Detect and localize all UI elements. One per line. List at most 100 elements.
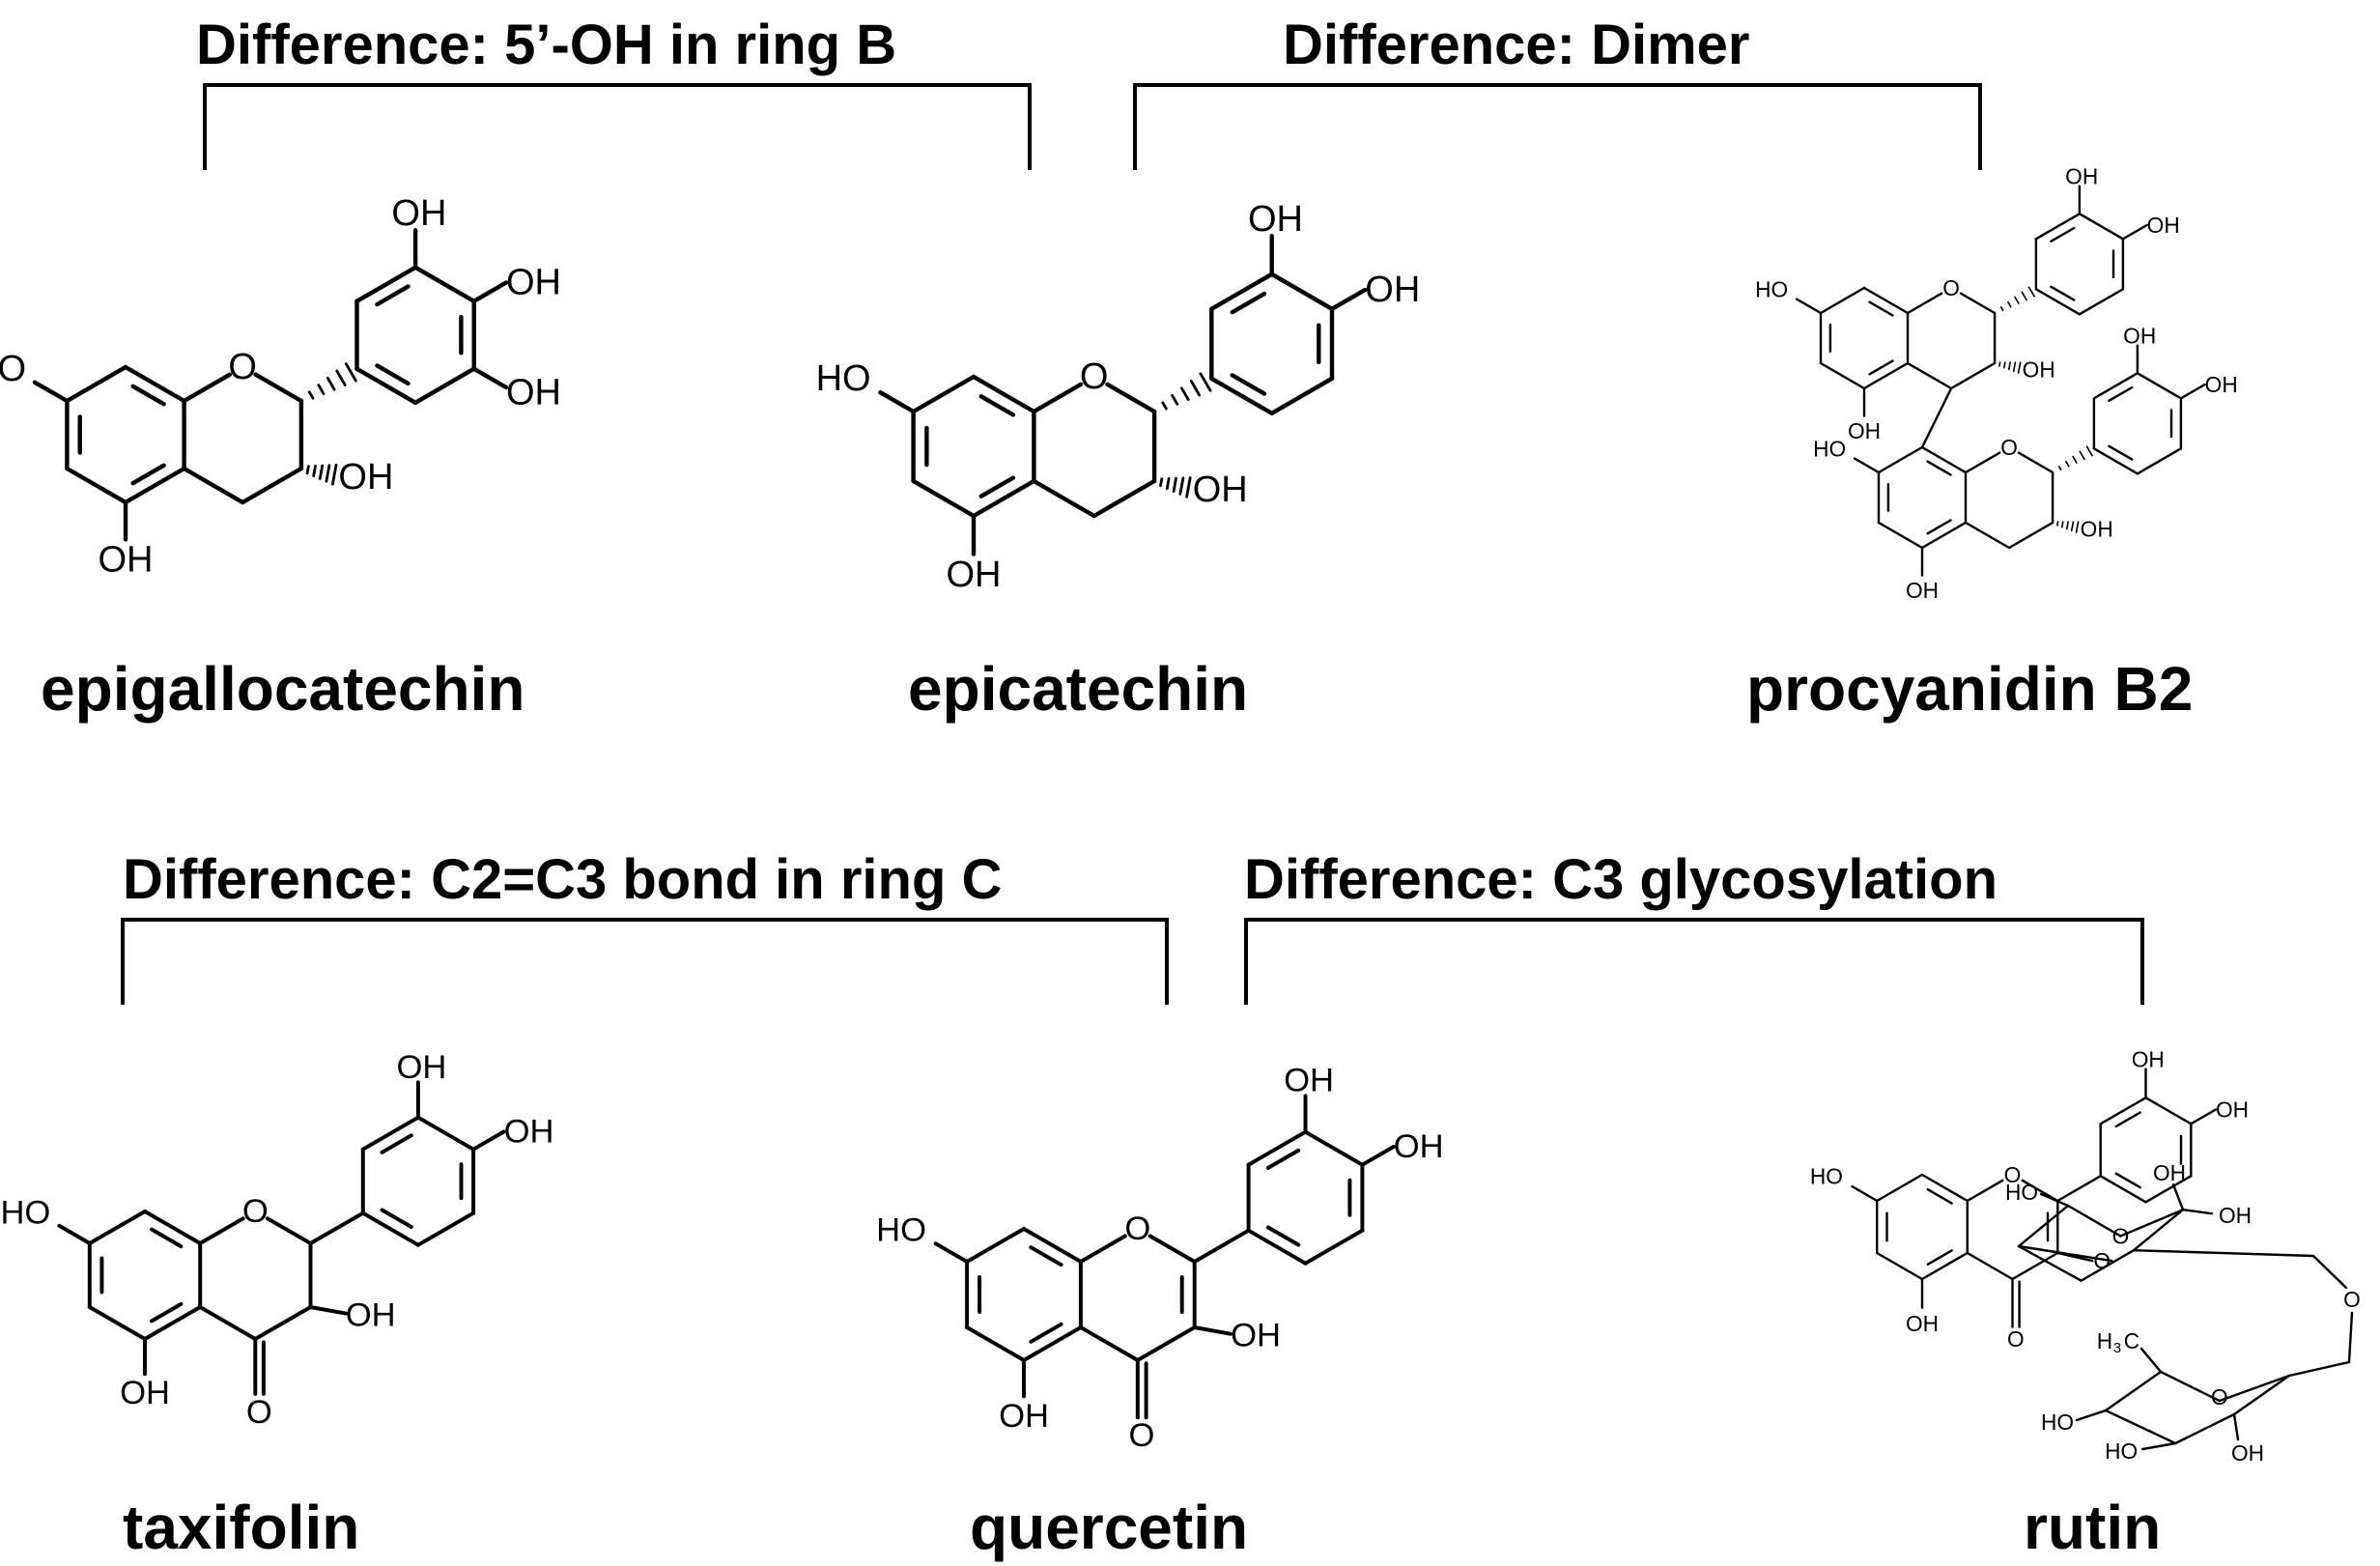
stereo-hash-line: [344, 362, 357, 383]
ring-bond-line: [265, 1216, 313, 1245]
hydroxyl-3prime-label: OH: [2123, 324, 2156, 349]
glycosidic-bond-line: [2017, 1244, 2113, 1263]
double-bond-line: [1868, 300, 1894, 317]
stereo-hash-line: [2056, 521, 2059, 527]
compound-name: epigallocatechin: [41, 654, 524, 724]
sugar-ring-line: [2017, 1204, 2070, 1248]
double-bond-line: [2108, 444, 2134, 461]
carbonyl-oxygen-label: O: [1128, 1417, 1154, 1454]
ring-bond-line: [65, 466, 128, 505]
double-bond-line: [2050, 285, 2076, 301]
double-bond-line: [2114, 1111, 2141, 1128]
ring-bond-line: [360, 1210, 420, 1247]
hydroxyl-7-label: HO: [0, 1195, 50, 1232]
hydroxyl-3-label: OH: [338, 457, 393, 498]
sugar-hydroxyl-label: HO: [2005, 1180, 2038, 1205]
ring-bond-line: [2034, 288, 2082, 316]
double-bond-line: [1868, 359, 1894, 376]
stereo-hash-line: [1180, 386, 1190, 402]
comparison-bracket: [121, 918, 1169, 1005]
ring-bond-line: [1906, 361, 1953, 390]
ring-bond-line: [1920, 521, 1968, 550]
hydroxyl-3-label: OH: [346, 1296, 396, 1333]
hydroxyl-bond-line: [57, 1223, 92, 1245]
bond-line: [2056, 1175, 2102, 1203]
hydroxyl-3-label: OH: [2023, 356, 2055, 382]
ring-bond-line: [240, 466, 304, 505]
comparison-bracket: [1133, 83, 1982, 170]
hydroxyl-bond-line: [1795, 298, 1823, 315]
stereo-hash-line: [335, 369, 347, 386]
ring-bond-line: [1209, 271, 1274, 311]
hydroxyl-5-label: OH: [120, 1375, 170, 1411]
stereo-hash-line: [2017, 361, 2022, 374]
stereo-hash-line: [1999, 306, 2004, 312]
comparison-bracket: [1244, 918, 2144, 1005]
ring-bond-line: [1246, 1129, 1308, 1167]
double-bond-line: [380, 1133, 413, 1154]
ring-bond-line: [971, 478, 1036, 519]
stereo-hash-line: [1172, 476, 1177, 494]
ring-bond-line: [2021, 1179, 2059, 1203]
bond-line: [2347, 1311, 2354, 1364]
ring-bond-line: [965, 1325, 1026, 1362]
hydroxyl-4prime-label: OH: [1394, 1128, 1444, 1165]
sugar-ring-line: [2104, 1409, 2177, 1445]
stereo-hash-line: [2008, 361, 2011, 371]
double-bond-line: [1926, 460, 1952, 476]
ring-bond-line: [911, 478, 977, 519]
ring-bond-line: [2011, 1251, 2059, 1281]
stereo-hash-line: [2027, 286, 2035, 298]
methyl-label: H: [2097, 1328, 2112, 1353]
ring-bond-line: [354, 265, 418, 303]
ring-bond-line: [2034, 213, 2082, 241]
ring-bond-line: [2099, 1096, 2147, 1125]
ring-bond-line: [1920, 1173, 1969, 1203]
hydroxyl-4prime-label: OH: [2147, 213, 2180, 238]
ring-bond-line: [1105, 382, 1157, 414]
stereo-hash-line: [330, 463, 338, 486]
hydroxyl-bond-line: [471, 280, 509, 303]
double-bond-line: [1029, 1322, 1063, 1344]
hydroxyl-3prime-label: OH: [1284, 1063, 1334, 1099]
sugar-ring-line: [2173, 1412, 2236, 1445]
ring-bond-line: [965, 1227, 1026, 1264]
ring-bond-line: [2092, 372, 2139, 400]
ring-bond-line: [1209, 376, 1274, 415]
hydroxyl-3prime-label: OH: [396, 1049, 446, 1086]
sugar-hydroxyl-label: HO: [2105, 1438, 2138, 1464]
stereo-hash-line: [305, 465, 310, 475]
ring-bond-line: [1032, 478, 1096, 519]
ring-bond-line: [1920, 1251, 1969, 1281]
methyl-label: 3: [2113, 1341, 2121, 1356]
double-bond-line: [2114, 1172, 2141, 1189]
ring-bond-line: [1959, 292, 1997, 315]
comparison-c2c3-bond: Difference: C2=C3 bond in ring C: [121, 848, 1169, 1005]
ring-bond-line: [1819, 361, 1866, 390]
hydroxyl-7-label: HO: [1810, 1163, 1843, 1188]
comparison-5oh-ring-b: Difference: 5’-OH in ring B: [196, 14, 1032, 170]
stereo-hash-line: [1998, 361, 2001, 367]
sugar-ring-line: [2132, 1208, 2185, 1252]
ring-bond-line: [1303, 1129, 1365, 1167]
ring-bond-line: [911, 374, 977, 414]
ring-bond-line: [1964, 521, 2011, 550]
double-bond-line: [978, 394, 1016, 417]
hydroxyl-3prime-label: OH: [2065, 164, 2098, 189]
stereo-hash-line: [325, 464, 331, 483]
stereo-hash-line: [2070, 521, 2075, 532]
hydroxyl-bond-line: [1329, 287, 1368, 311]
hydroxyl-bond-line: [308, 1305, 348, 1316]
hydroxyl-bond-line: [2039, 1192, 2070, 1208]
ring-bond-line: [1269, 271, 1335, 311]
comparison-label: Difference: C2=C3 bond in ring C: [123, 848, 1002, 911]
double-bond-line: [1926, 519, 1952, 535]
hydroxyl-7-label: HO: [876, 1212, 926, 1249]
double-bond-line: [150, 1301, 184, 1324]
sugar-ring-line: [2119, 1208, 2185, 1238]
sugar-ring-line: [2080, 1248, 2136, 1282]
ring-bond-line: [1148, 1234, 1197, 1264]
ring-bond-line: [198, 1216, 245, 1245]
double-bond-line: [2050, 226, 2076, 243]
